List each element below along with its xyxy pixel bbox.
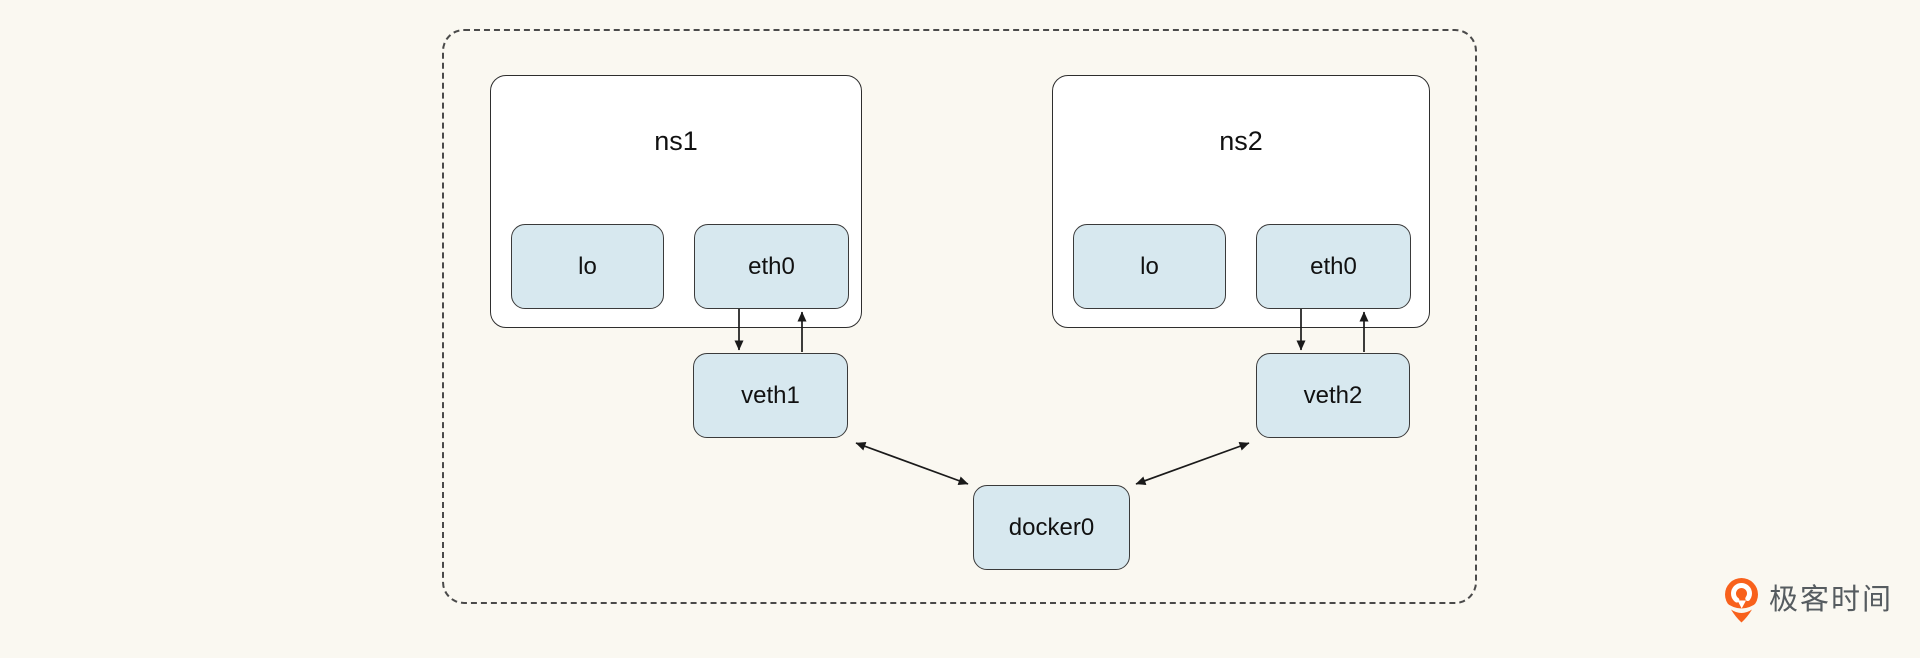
namespace-label-ns1: ns1 — [654, 126, 698, 156]
veth1-node: veth1 — [693, 353, 848, 438]
namespace-box-ns1: ns1 lo eth0 — [490, 75, 862, 328]
geektime-icon — [1724, 578, 1758, 623]
veth2-node: veth2 — [1256, 353, 1410, 438]
geektime-logo-text: 极客时间 — [1768, 583, 1893, 616]
host-boundary-dashed-box — [442, 29, 1477, 604]
namespace-label-ns2: ns2 — [1219, 126, 1263, 156]
docker0-bridge-node: docker0 — [973, 485, 1130, 570]
interface-box-ns2-eth0: eth0 — [1256, 224, 1411, 309]
interface-box-ns1-eth0: eth0 — [694, 224, 849, 309]
namespace-box-ns2: ns2 lo eth0 — [1052, 75, 1430, 328]
geektime-logo: 极客时间 — [1723, 577, 1893, 623]
interface-box-ns2-lo: lo — [1073, 224, 1226, 309]
interface-box-ns1-lo: lo — [511, 224, 664, 309]
